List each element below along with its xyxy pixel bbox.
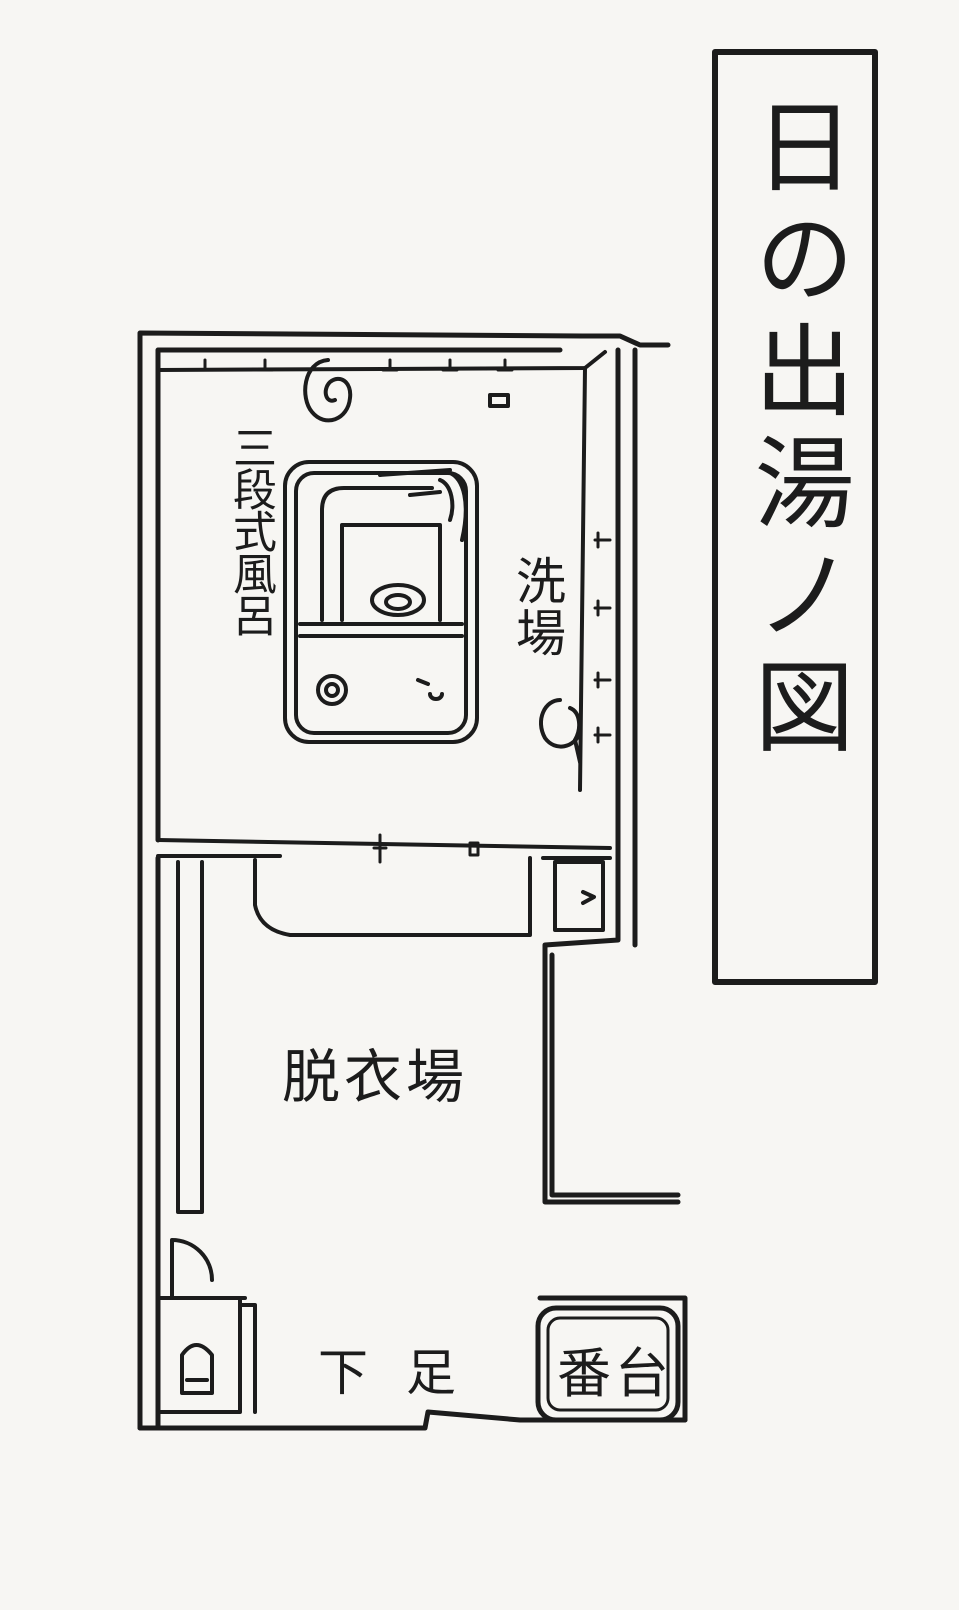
attendant-counter-label: 番台: [557, 1342, 673, 1405]
bath-tub: [283, 460, 479, 744]
bath-label: 三段式風呂: [225, 425, 276, 635]
wall-taps: [196, 358, 612, 864]
boiler-fixture: [303, 358, 510, 423]
page-title: 日の出湯ノ図: [737, 95, 854, 767]
outer-walls: [137, 330, 688, 1431]
counter-booth: [535, 1305, 681, 1423]
dressing-room-fixtures: [176, 856, 605, 1214]
entrance-area: [156, 1238, 257, 1414]
bath-room-walls: [156, 350, 612, 860]
dressing-room-label: 脱衣場: [282, 1043, 469, 1111]
title-frame: [712, 49, 878, 985]
faucet-fixture: [539, 698, 582, 764]
entrance-label: 下足: [318, 1344, 494, 1402]
washing-area-label: 洗場: [508, 555, 566, 659]
